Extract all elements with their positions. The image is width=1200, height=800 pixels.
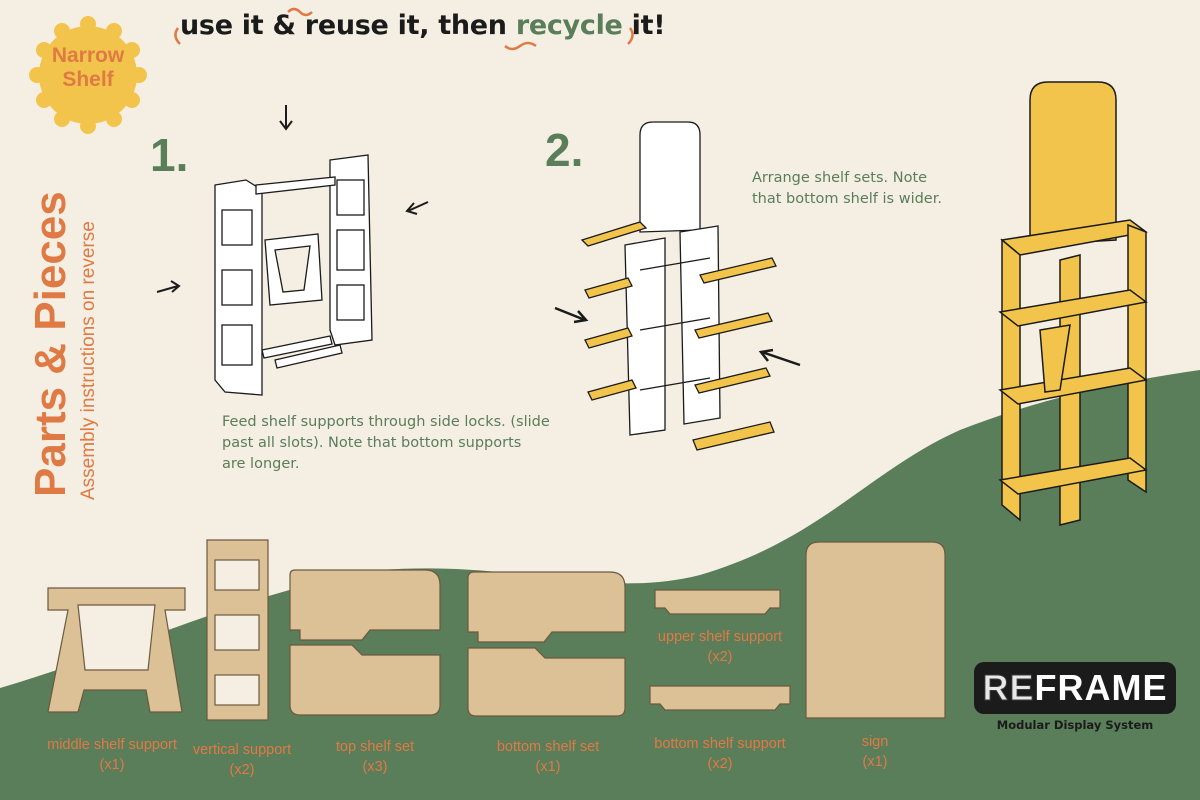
badge-label: Narrow Shelf bbox=[38, 44, 138, 92]
part-bottom-shelf-support-shape bbox=[649, 685, 791, 711]
brand-logo: REFRAME bbox=[974, 664, 1176, 712]
assembled-shelf bbox=[998, 81, 1148, 526]
part-top-shelf-set-shape bbox=[289, 569, 441, 641]
brand-logo-prefix: RE bbox=[982, 667, 1035, 709]
step2-note-line: that bottom shelf is wider. bbox=[752, 191, 942, 207]
part-qty: (x1) bbox=[862, 754, 888, 770]
part-label-middle-shelf-support: middle shelf support (x1) bbox=[28, 735, 196, 775]
badge-flower-icon bbox=[29, 16, 147, 134]
part-bottom-shelf-set-shape bbox=[467, 571, 626, 643]
step2-note-line: Arrange shelf sets. Note bbox=[752, 170, 928, 186]
part-qty: (x1) bbox=[99, 757, 125, 773]
brand-tagline: Modular Display System bbox=[996, 718, 1154, 732]
part-qty: (x2) bbox=[229, 762, 255, 778]
part-name: upper shelf support bbox=[657, 629, 783, 645]
part-label-vertical-support: vertical support (x2) bbox=[182, 740, 302, 780]
headline-part1: use it & reuse it, then bbox=[180, 10, 516, 41]
badge-line1: Narrow bbox=[51, 44, 125, 67]
part-label-bottom-shelf-set: bottom shelf set (x1) bbox=[478, 737, 618, 777]
step1-number: 1. bbox=[150, 129, 189, 181]
headline-highlight: recycle bbox=[515, 10, 623, 41]
part-sign-shape bbox=[805, 541, 946, 719]
step1-note-line: Feed shelf supports through side locks. … bbox=[222, 414, 550, 430]
brand-logo-box bbox=[974, 662, 1176, 714]
part-label-sign: sign (x1) bbox=[835, 732, 915, 772]
part-qty: (x2) bbox=[707, 756, 733, 772]
parts-row bbox=[47, 539, 946, 721]
step1-note: Feed shelf supports through side locks. … bbox=[222, 412, 562, 475]
part-qty: (x1) bbox=[535, 759, 561, 775]
squiggle-reuse bbox=[287, 7, 313, 17]
squiggle-left bbox=[174, 27, 181, 45]
headline: use it & reuse it, then recycle it! bbox=[180, 10, 666, 41]
part-name: sign bbox=[861, 734, 889, 750]
step1-note-line: past all slots). Note that bottom suppor… bbox=[222, 435, 522, 451]
squiggle-right bbox=[627, 27, 634, 45]
part-label-bottom-shelf-support: bottom shelf support (x2) bbox=[635, 734, 805, 774]
step2-number: 2. bbox=[545, 124, 584, 176]
part-name: vertical support bbox=[192, 742, 292, 758]
part-qty: (x2) bbox=[707, 649, 733, 665]
part-upper-shelf-support-shape bbox=[654, 589, 781, 615]
part-qty: (x3) bbox=[362, 759, 388, 775]
step1-note-line: are longer. bbox=[222, 456, 300, 472]
part-name: top shelf set bbox=[335, 739, 415, 755]
step2-note: Arrange shelf sets. Note that bottom she… bbox=[752, 168, 972, 210]
part-name: middle shelf support bbox=[47, 737, 177, 753]
squiggle-recycle bbox=[504, 41, 537, 51]
part-label-top-shelf-set: top shelf set (x3) bbox=[315, 737, 435, 777]
part-name: bottom shelf support bbox=[654, 736, 786, 752]
sidebar-subtitle: Assembly instructions on reverse bbox=[78, 221, 99, 500]
step1-arrows bbox=[156, 105, 429, 293]
headline-part2: it! bbox=[622, 10, 666, 41]
step2-arrows bbox=[554, 306, 801, 367]
step1-diagram bbox=[214, 154, 373, 396]
part-label-upper-shelf-support: upper shelf support (x2) bbox=[640, 627, 800, 667]
part-name: bottom shelf set bbox=[496, 739, 600, 755]
sidebar-title: Parts & Pieces bbox=[26, 191, 75, 497]
badge-line2: Shelf bbox=[62, 68, 114, 91]
step2-diagram bbox=[580, 121, 777, 451]
brand-logo-suffix: FRAME bbox=[1034, 667, 1168, 708]
